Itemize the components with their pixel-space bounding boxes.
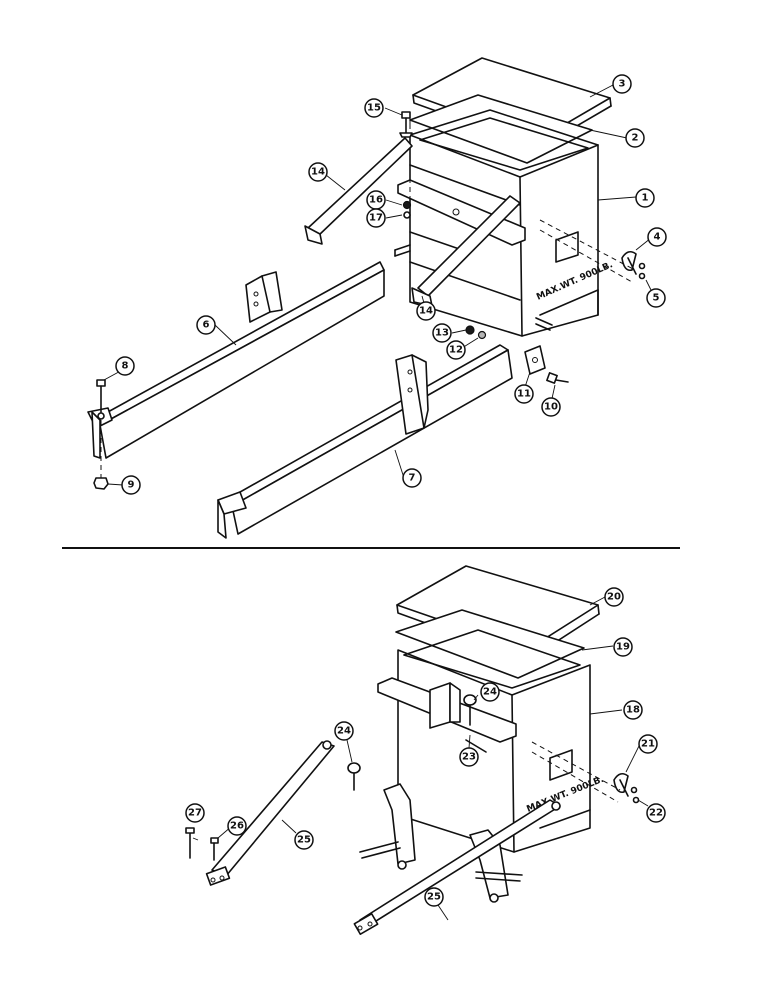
callout-16: 16 xyxy=(366,190,386,210)
callout-8: 8 xyxy=(115,356,135,376)
bottom-arm-lower xyxy=(353,799,561,935)
svg-text:12: 12 xyxy=(449,345,463,356)
callout-24a: 24 xyxy=(480,682,500,702)
callout-6: 6 xyxy=(196,315,216,335)
svg-text:15: 15 xyxy=(367,103,381,114)
callout-7: 7 xyxy=(402,468,422,488)
callout-14a: 14 xyxy=(308,162,328,182)
callout-24b: 24 xyxy=(334,721,354,741)
bottom-weight-box: MAX.WT. 900LB. xyxy=(359,629,605,903)
top-assembly: MAX.WT. 900LB. xyxy=(87,57,655,539)
top-weight-box: MAX.WT. 900LB. xyxy=(394,109,614,337)
top-nut-9 xyxy=(93,477,109,490)
svg-text:10: 10 xyxy=(544,402,558,413)
callout-23: 23 xyxy=(459,747,479,767)
svg-text:23: 23 xyxy=(462,752,476,763)
svg-text:27: 27 xyxy=(188,808,202,819)
top-rail-right xyxy=(217,344,513,539)
svg-text:8: 8 xyxy=(122,361,129,372)
callout-12: 12 xyxy=(446,340,466,360)
callout-19: 19 xyxy=(613,637,633,657)
callout-9: 9 xyxy=(121,475,141,495)
top-bolt-8 xyxy=(96,379,106,420)
svg-text:20: 20 xyxy=(607,592,621,603)
svg-text:3: 3 xyxy=(619,79,626,90)
svg-text:24: 24 xyxy=(483,687,497,698)
svg-text:19: 19 xyxy=(616,642,630,653)
top-strap-left xyxy=(307,137,413,237)
callout-11: 11 xyxy=(514,384,534,404)
callout-2: 2 xyxy=(625,128,645,148)
svg-text:9: 9 xyxy=(128,480,135,491)
top-bolt-10 xyxy=(546,372,569,384)
callout-18: 18 xyxy=(623,700,643,720)
svg-text:11: 11 xyxy=(517,389,531,400)
svg-text:2: 2 xyxy=(632,133,639,144)
callout-22: 22 xyxy=(646,803,666,823)
callout-4: 4 xyxy=(647,227,667,247)
bottom-assembly: MAX.WT. 900LB. xyxy=(185,565,649,935)
svg-text:25: 25 xyxy=(297,835,311,846)
callout-10: 10 xyxy=(541,397,561,417)
top-clip xyxy=(621,250,637,275)
callout-14b: 14 xyxy=(416,301,436,321)
svg-text:16: 16 xyxy=(369,195,383,206)
svg-text:14: 14 xyxy=(419,306,433,317)
callout-21: 21 xyxy=(638,734,658,754)
callout-27: 27 xyxy=(185,803,205,823)
top-rail-left xyxy=(87,261,385,459)
svg-text:14: 14 xyxy=(311,167,325,178)
svg-text:22: 22 xyxy=(649,808,663,819)
svg-text:21: 21 xyxy=(641,739,655,750)
top-plate-11 xyxy=(524,345,546,375)
svg-text:1: 1 xyxy=(642,193,649,204)
callout-26: 26 xyxy=(227,816,247,836)
svg-text:13: 13 xyxy=(435,328,449,339)
svg-text:7: 7 xyxy=(409,473,416,484)
svg-text:4: 4 xyxy=(654,232,661,243)
callout-15: 15 xyxy=(364,98,384,118)
svg-text:5: 5 xyxy=(653,293,660,304)
svg-text:6: 6 xyxy=(203,320,210,331)
callout-17: 17 xyxy=(366,208,386,228)
svg-text:18: 18 xyxy=(626,705,640,716)
callout-13: 13 xyxy=(432,323,452,343)
svg-text:24: 24 xyxy=(337,726,351,737)
svg-text:26: 26 xyxy=(230,821,244,832)
bottom-gasket xyxy=(395,609,585,679)
callout-25b: 25 xyxy=(424,887,444,907)
svg-text:25: 25 xyxy=(427,892,441,903)
callout-5: 5 xyxy=(646,288,666,308)
callout-25a: 25 xyxy=(294,830,314,850)
callout-1: 1 xyxy=(635,188,655,208)
callout-20: 20 xyxy=(604,587,624,607)
bottom-arm-upper xyxy=(205,740,335,886)
svg-text:17: 17 xyxy=(369,213,383,224)
callout-3: 3 xyxy=(612,74,632,94)
